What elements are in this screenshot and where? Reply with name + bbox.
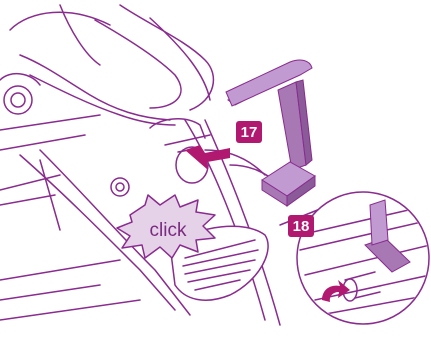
step-18-number: 18 — [293, 218, 310, 235]
step-17-badge: 17 — [236, 121, 262, 143]
stroller-frame — [0, 4, 331, 326]
click-burst: click — [116, 194, 216, 259]
step-17-number: 17 — [241, 124, 258, 141]
bumper-bar — [225, 59, 316, 207]
click-label: click — [150, 220, 187, 241]
rotate-arrow-icon — [322, 280, 350, 302]
step-18-inset — [296, 191, 430, 325]
insert-arrow — [185, 145, 230, 170]
step-18-badge: 18 — [288, 215, 314, 237]
